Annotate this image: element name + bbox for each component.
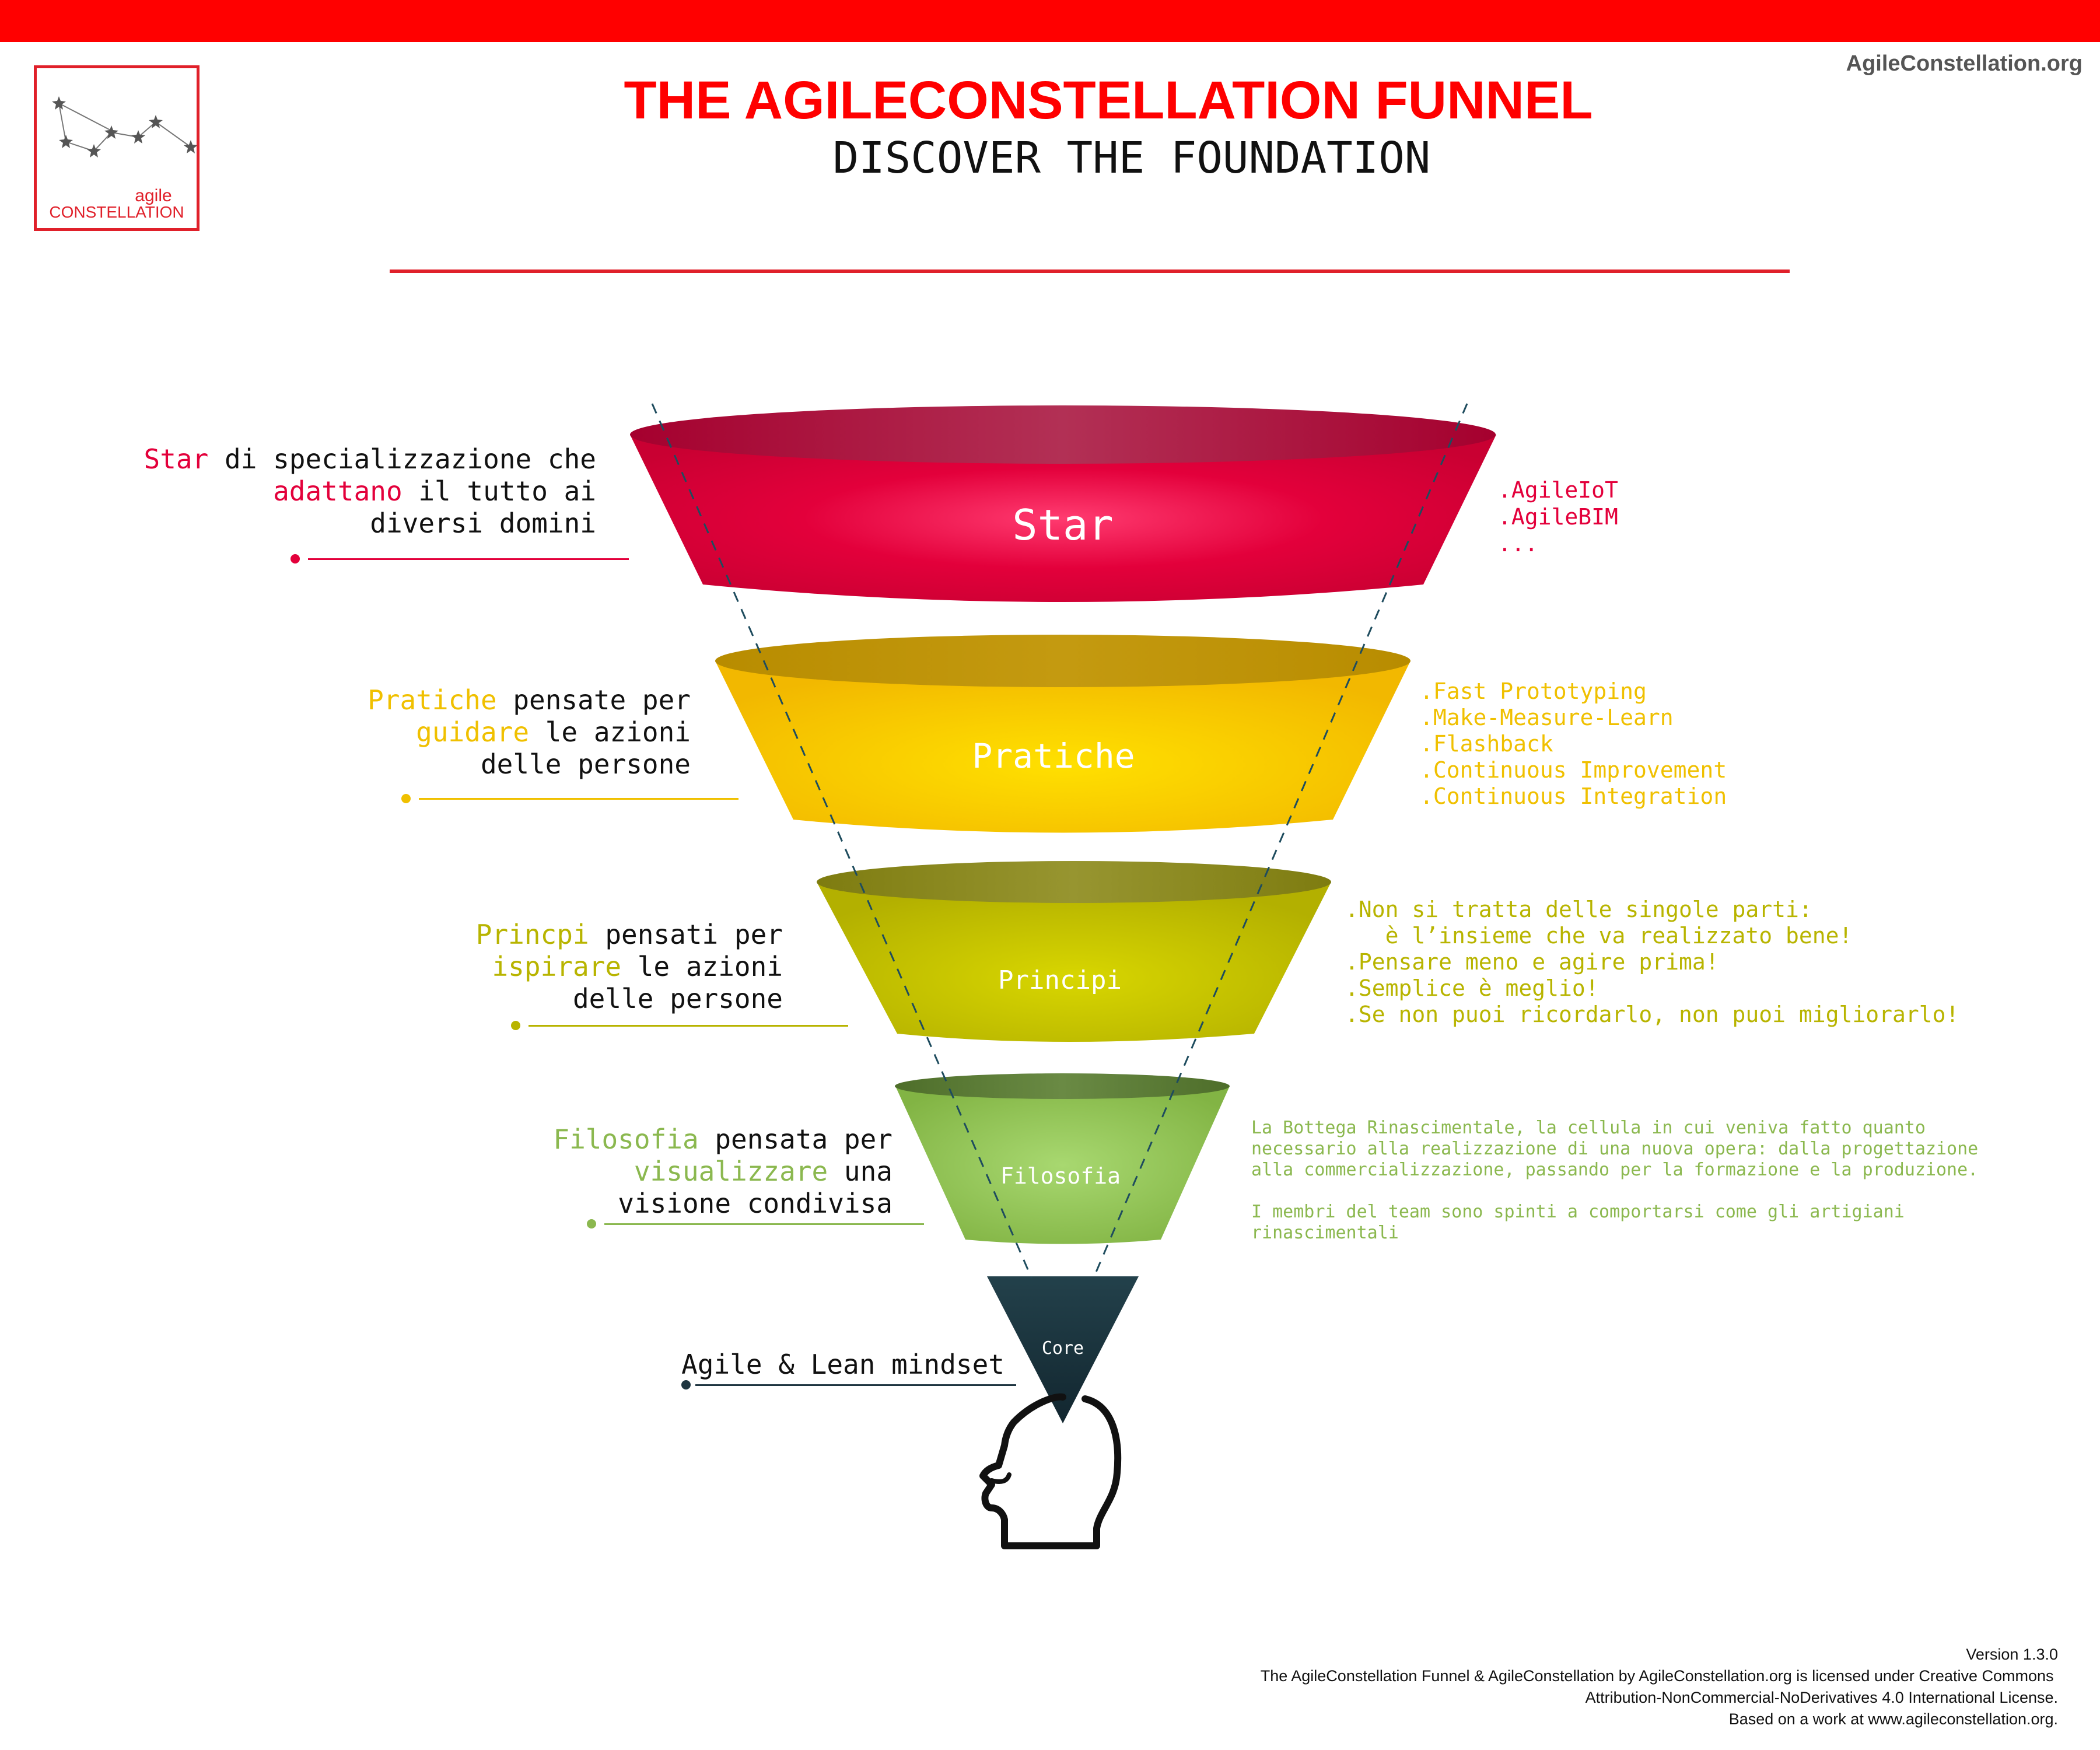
funnel-layer-pratiche — [715, 661, 1410, 833]
human-head-icon — [979, 1393, 1122, 1549]
core-indicator-line — [695, 1384, 1016, 1386]
funnel-layer-star — [630, 435, 1496, 602]
layer-label-principi: Principi — [998, 965, 1122, 995]
head-mouth-icon — [989, 1472, 1012, 1484]
filosofia-keyword: Filosofia — [553, 1124, 699, 1155]
page-subtitle: DISCOVER THE FOUNDATION — [832, 133, 1431, 183]
top-red-bar — [0, 0, 2100, 42]
funnel-layer-principi — [817, 882, 1331, 1042]
core-description: Agile & Lean mindset — [681, 1349, 1005, 1380]
core-indicator-dot — [681, 1380, 691, 1390]
pratiche-indicator-dot — [401, 794, 411, 803]
filosofia-indicator-line — [604, 1223, 924, 1225]
layer-label-filosofia: Filosofia — [1000, 1163, 1121, 1189]
principi-description: Princpi pensati per ispirare le azioni d… — [475, 919, 783, 1014]
filosofia-verb: visualizzare — [634, 1156, 828, 1187]
principi-verb: ispirare — [492, 951, 622, 982]
layer-label-pratiche: Pratiche — [972, 736, 1135, 776]
star-keyword: Star — [144, 443, 209, 475]
star-examples: .AgileIoT .AgileBIM ... — [1498, 477, 1618, 556]
funnel-layer-filosofia-rim — [895, 1073, 1230, 1099]
constellation-icon: agile CONSTELLATION — [49, 96, 198, 221]
filosofia-description: Filosofia pensata per visualizzare una v… — [553, 1124, 892, 1219]
title-divider — [390, 270, 1790, 273]
filosofia-indicator-dot — [587, 1219, 596, 1228]
pratiche-verb: guidare — [416, 716, 530, 748]
site-url[interactable]: AgileConstellation.org — [1846, 51, 2082, 76]
pratiche-keyword: Pratiche — [368, 684, 497, 716]
pratiche-description: Pratiche pensate per guidare le azioni d… — [368, 684, 691, 780]
star-indicator-line — [308, 558, 629, 560]
filosofia-examples: La Bottega Rinascimentale, la cellula in… — [1251, 1118, 1979, 1243]
star-description: Star di specializzazione che adattano il… — [144, 443, 596, 539]
funnel-layer-star-rim — [630, 405, 1496, 464]
license-footer: Version 1.3.0 The AgileConstellation Fun… — [1261, 1644, 2058, 1730]
star-verb: adattano — [273, 475, 402, 507]
funnel-layer-pratiche-rim — [715, 635, 1410, 687]
star-indicator-dot — [290, 554, 300, 564]
funnel-core — [987, 1276, 1139, 1423]
license-text: The AgileConstellation Funnel & AgileCon… — [1260, 1667, 2058, 1728]
pratiche-examples: .Fast Prototyping .Make-Measure-Learn .F… — [1420, 678, 1727, 809]
principi-indicator-dot — [511, 1021, 520, 1030]
agile-constellation-logo: agile CONSTELLATION — [34, 65, 200, 231]
dashed-guide-left — [651, 403, 1032, 1278]
layer-label-star: Star — [1012, 501, 1114, 550]
layer-label-core: Core — [1041, 1338, 1084, 1359]
funnel-layer-filosofia — [895, 1086, 1230, 1244]
principi-keyword: Princpi — [475, 919, 589, 950]
principi-indicator-line — [528, 1025, 848, 1027]
logo-word-agile: agile — [135, 186, 172, 205]
version-label: Version 1.3.0 — [1966, 1646, 2058, 1663]
dashed-guide-right — [1093, 403, 1468, 1278]
principi-examples: .Non si tratta delle singole parti: è l’… — [1345, 897, 1959, 1027]
logo-word-constellation: CONSTELLATION — [49, 203, 184, 221]
pratiche-indicator-line — [419, 798, 738, 800]
funnel-layer-principi-rim — [817, 861, 1331, 903]
page-title: THE AGILECONSTELLATION FUNNEL — [624, 71, 1593, 130]
